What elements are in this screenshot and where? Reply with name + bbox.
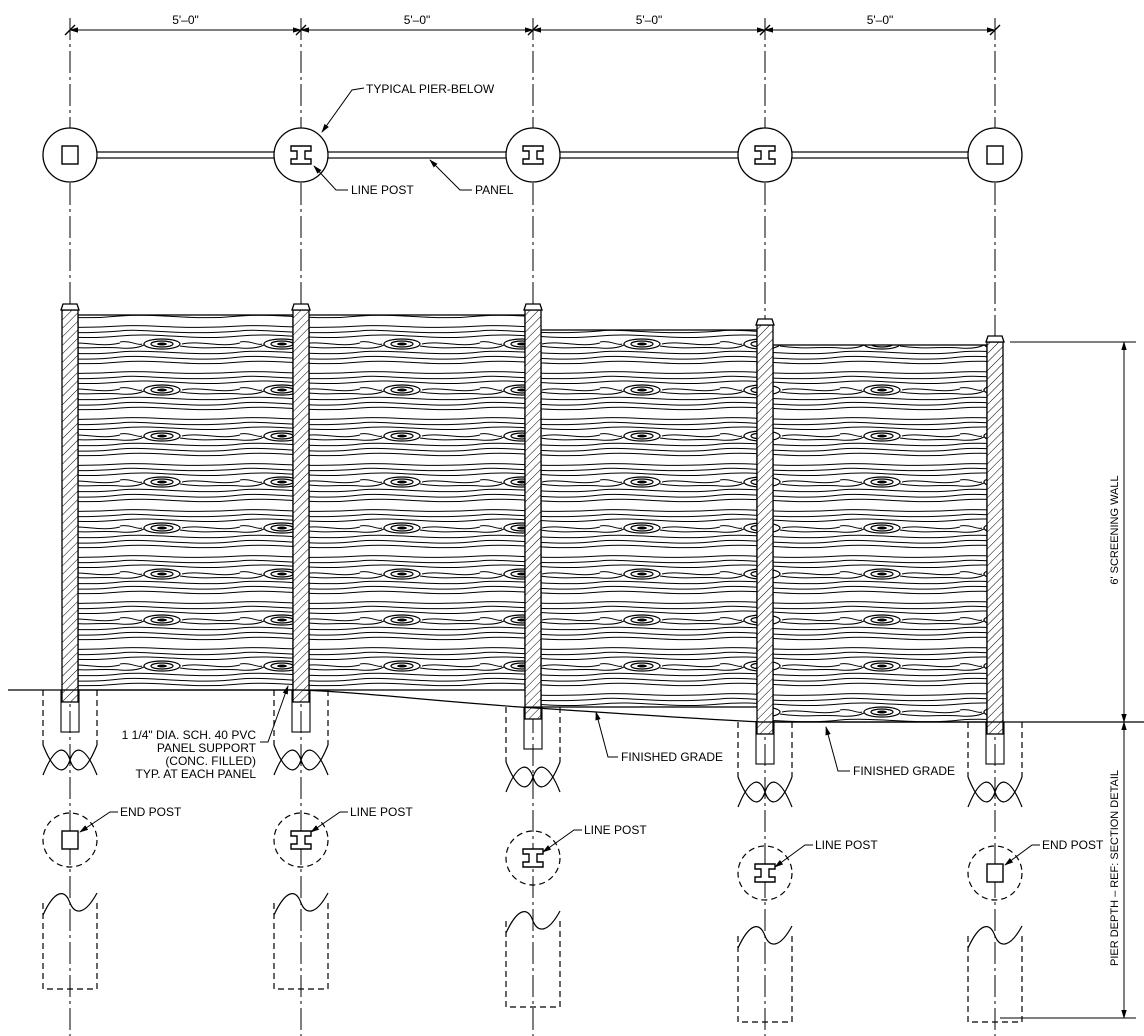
pier-plan-circle — [273, 812, 329, 868]
post-cap — [985, 335, 1005, 343]
wall-height-dimension: 6' SCREENING WALL — [1109, 475, 1121, 584]
elevation-post — [524, 309, 542, 720]
elevation-post — [756, 324, 774, 735]
plan-line-post — [754, 145, 776, 165]
pier-upper — [273, 690, 329, 745]
pier-end-post — [61, 830, 79, 850]
pier-plan-circle — [737, 845, 793, 901]
post-cap — [523, 303, 543, 311]
pier-callout-leader — [79, 811, 118, 833]
line-post-callout: LINE POST — [351, 183, 414, 197]
pier-break-lower — [273, 892, 329, 916]
pier-break-lower — [967, 925, 1023, 949]
plan-line-post — [522, 145, 544, 165]
vertical-dimensions: 6' SCREENING WALL PIER DEPTH – REF: SECT… — [1000, 341, 1136, 1019]
callouts: TYPICAL PIER-BELOW LINE POST PANEL 1 1/4… — [122, 82, 955, 781]
pier-upper — [505, 707, 561, 762]
elevation-post — [986, 341, 1004, 735]
elevation-view — [60, 303, 1005, 735]
pier-line-post — [754, 863, 776, 883]
pier-lower — [42, 903, 98, 990]
pvc-support-line4: TYP. AT EACH PANEL — [136, 767, 257, 781]
pvc-sleeve — [755, 721, 775, 765]
panel-callout: PANEL — [475, 183, 514, 197]
elevation-post — [61, 309, 79, 703]
pvc-sleeve — [985, 721, 1005, 765]
post-cap — [60, 303, 80, 311]
finished-grade-callout-2: FINISHED GRADE — [853, 764, 955, 778]
pier-callout-label: END POST — [1042, 838, 1104, 852]
post-cap — [291, 303, 311, 311]
pier-callout-label: LINE POST — [584, 823, 647, 837]
pier-break — [273, 744, 329, 776]
finished-grade-line — [8, 689, 1144, 723]
span-dimension: 5'–0" — [867, 13, 894, 27]
pier-break-lower — [42, 892, 98, 916]
piers-below: END POST LINE POST LINE POST LINE POST END P… — [42, 689, 1104, 1023]
pier-upper — [737, 722, 793, 777]
plan-view — [42, 127, 1023, 183]
pvc-sleeve — [291, 689, 311, 733]
pier-line-post — [290, 830, 312, 850]
pier-callout-label: LINE POST — [350, 805, 413, 819]
pvc-support-line1: 1 1/4" DIA. SCH. 40 PVC — [122, 728, 257, 742]
pier-lower — [505, 921, 561, 1008]
pier-callout-leader — [774, 844, 813, 868]
pier-lower — [737, 936, 793, 1023]
pvc-support-line2: PANEL SUPPORT — [157, 741, 257, 755]
span-dimension: 5'–0" — [404, 13, 431, 27]
pier-break — [967, 776, 1023, 808]
pier-upper — [42, 690, 98, 745]
plan-line-post — [290, 145, 312, 165]
screen-panel — [77, 314, 294, 691]
pier-callout-label: LINE POST — [815, 838, 878, 852]
pier-end-post — [986, 863, 1004, 883]
pier-break-lower — [737, 925, 793, 949]
pier-callout-leader — [310, 811, 348, 833]
plan-end-post — [61, 145, 79, 165]
span-dimension: 5'–0" — [636, 13, 663, 27]
pier-lower — [273, 903, 329, 990]
pvc-sleeve — [60, 689, 80, 733]
pier-line-post — [522, 848, 544, 868]
top-dimension-string: 5'–0" 5'–0" 5'–0" 5'–0" — [64, 13, 1001, 36]
pier-upper — [967, 722, 1023, 777]
screen-panel — [308, 314, 526, 691]
plan-end-post — [986, 145, 1004, 165]
pvc-support-line3: (CONC. FILLED) — [165, 754, 256, 768]
screen-panel — [540, 329, 758, 708]
pier-break — [42, 744, 98, 776]
finished-grade-callout-1: FINISHED GRADE — [621, 750, 723, 764]
pier-callout: TYPICAL PIER-BELOW — [366, 82, 495, 96]
pier-lower — [967, 936, 1023, 1023]
pier-callout-label: END POST — [120, 805, 182, 819]
pier-plan-circle — [505, 830, 561, 886]
pier-plan-circle — [967, 845, 1023, 901]
span-dimension: 5'–0" — [172, 13, 199, 27]
pier-callout-leader — [1004, 844, 1040, 866]
pvc-sleeve — [523, 706, 543, 750]
pier-break-lower — [505, 910, 561, 934]
pier-depth-dimension: PIER DEPTH – REF: SECTION DETAIL — [1109, 770, 1121, 966]
pier-break — [505, 761, 561, 793]
pier-callout-leader — [542, 829, 582, 853]
pier-break — [737, 776, 793, 808]
post-cap — [755, 318, 775, 326]
screen-panel — [772, 344, 988, 723]
pier-plan-circle — [42, 812, 98, 868]
elevation-post — [292, 309, 310, 703]
